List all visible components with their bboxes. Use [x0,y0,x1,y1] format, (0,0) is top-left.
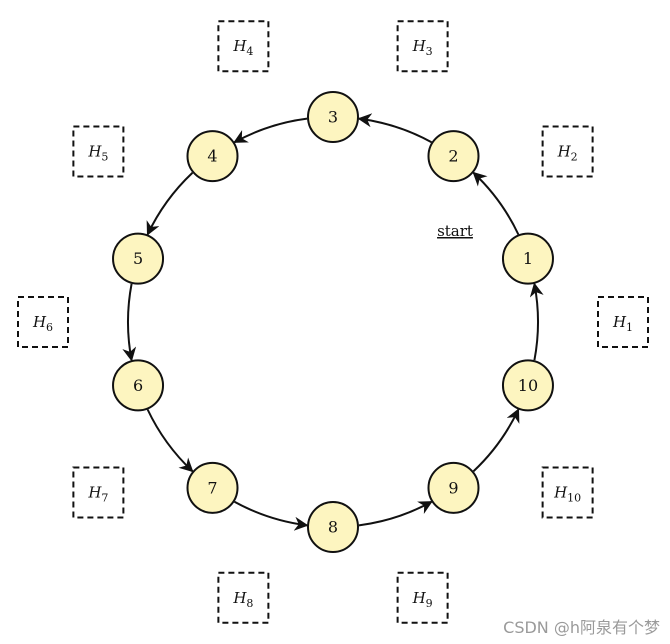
hbox-6: H6 [17,296,69,348]
hbox-base: H [232,589,247,607]
hbox-base: H [87,483,102,501]
node-label: 3 [328,108,338,127]
node-label: 6 [133,376,143,395]
hbox-subscript: 10 [567,491,581,504]
node-label: 7 [207,478,217,497]
hbox-3: H3 [396,20,449,73]
hbox-5: H5 [72,125,125,178]
node-circle [501,232,554,285]
edge-6-to-7 [146,409,194,473]
node-6: 6 [112,359,165,412]
node-circle [501,359,554,412]
node-2: 2 [427,130,480,183]
hbox-border [72,125,125,178]
edge-5-to-6 [122,283,137,362]
hbox-subscript: 5 [101,150,108,163]
hbox-border [541,125,594,178]
hbox-2: H2 [541,125,594,178]
hbox-subscript: 4 [246,45,253,58]
hbox-label: H4 [232,37,253,58]
node-9: 9 [427,461,480,514]
node-5: 5 [112,232,165,285]
node-circle [186,130,239,183]
node-circle [307,501,359,553]
edge-1-to-2 [472,171,520,235]
node-label: 10 [518,376,538,395]
hbox-border [396,571,449,624]
hbox-base: H [87,143,102,161]
node-circle [112,359,165,412]
node-4: 4 [186,130,239,183]
hbox-label: H7 [87,483,108,504]
hbox-9: H9 [396,571,449,624]
node-8: 8 [307,501,359,553]
node-label: 8 [328,518,338,537]
hbox-1: H1 [597,296,649,348]
node-circle [427,130,480,183]
hbox-border [541,466,594,519]
nodes-layer: 1 2 3 4 5 6 7 8 9 10 [112,91,554,553]
hbox-border [72,466,125,519]
node-label: 2 [448,147,458,166]
hbox-label: H9 [412,589,433,610]
node-1: 1 [501,232,554,285]
node-7: 7 [186,461,239,514]
hbox-4: H4 [217,20,270,73]
node-circle [112,232,165,285]
hbox-subscript: 1 [626,321,633,334]
node-label: 9 [448,478,458,497]
edge-8-to-9 [358,500,433,527]
hbox-base: H [553,483,568,501]
edges-layer [122,113,544,531]
hbox-border [217,20,270,73]
node-label: 4 [207,147,217,166]
hbox-8: H8 [217,571,270,624]
start-label: start [437,222,473,240]
hbox-base: H [612,313,627,331]
hbox-label: H1 [612,313,633,334]
hbox-subscript: 7 [101,491,108,504]
hbox-base: H [412,37,427,55]
hbox-base: H [412,589,427,607]
node-label: 1 [523,249,533,268]
hbox-border [396,20,449,73]
hbox-border [17,296,69,348]
hbox-base: H [32,313,47,331]
edge-7-to-8 [233,500,309,531]
edge-3-to-4 [233,117,308,144]
node-circle [427,461,480,514]
node-circle [307,91,359,143]
node-10: 10 [501,359,554,412]
node-circle [186,461,239,514]
hbox-label: H3 [412,37,433,58]
hbox-label: H10 [553,483,581,504]
hbox-subscript: 2 [571,150,578,163]
hbox-border [217,571,270,624]
edge-10-to-1 [529,282,544,361]
hbox-border [597,296,649,348]
hbox-label: H8 [232,589,253,610]
node-3: 3 [307,91,359,143]
hbox-subscript: 6 [46,321,53,334]
hbox-base: H [557,143,572,161]
hbox-label: H5 [87,143,108,164]
hbox-label: H2 [557,143,578,164]
node-label: 5 [133,249,143,268]
hbox-10: H10 [541,466,594,519]
hbox-label: H6 [32,313,53,334]
edge-2-to-3 [357,113,433,144]
hbox-subscript: 9 [426,596,433,609]
hbox-subscript: 8 [246,596,253,609]
watermark: CSDN @h阿泉有个梦 [503,618,660,637]
hbox-base: H [232,37,247,55]
edge-9-to-10 [472,408,520,472]
hbox-subscript: 3 [426,45,433,58]
edge-4-to-5 [146,172,194,236]
hbox-7: H7 [72,466,125,519]
